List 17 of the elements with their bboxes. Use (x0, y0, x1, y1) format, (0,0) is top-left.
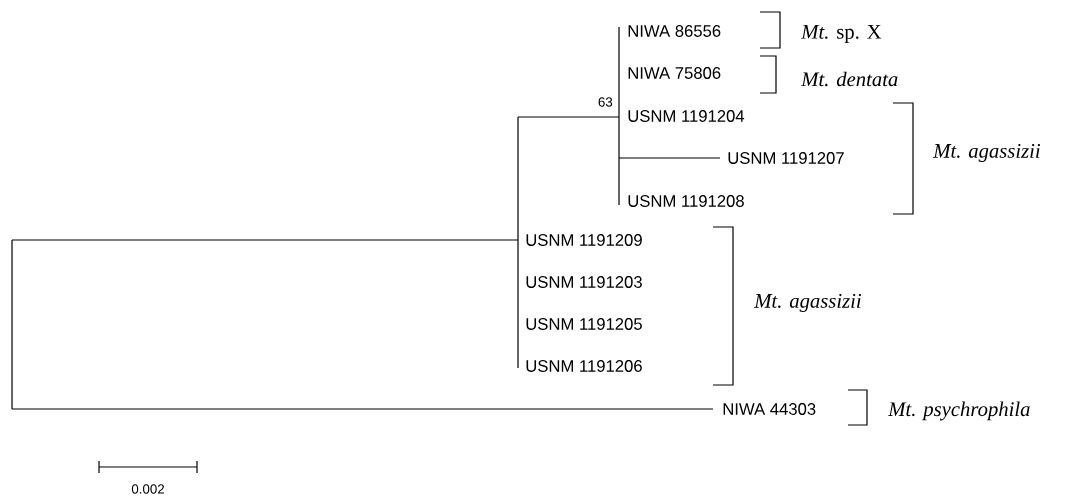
bootstrap-value: 63 (598, 97, 613, 107)
taxon-label: USNM 1191206 (526, 360, 642, 372)
taxon-label: USNM 1191204 (628, 110, 745, 122)
species-label: Mt. agassizii (933, 143, 1040, 163)
species-label: Mt. psychrophila (888, 401, 1030, 421)
taxon-label: NIWA 75806 (628, 67, 721, 79)
taxon-label: USNM 1191207 (728, 152, 844, 164)
taxon-label: USNM 1191209 (526, 234, 642, 246)
taxon-label: USNM 1191203 (526, 276, 642, 288)
taxon-label: NIWA 86556 (628, 25, 721, 37)
species-label: Mt. dentata (801, 71, 898, 87)
taxon-label: NIWA 44303 (723, 403, 816, 415)
scale-label: 0.002 (131, 484, 165, 494)
taxon-label: USNM 1191205 (526, 318, 642, 330)
species-label: Mt. agassizii (754, 293, 861, 313)
species-label: Mt. sp. X (801, 25, 882, 43)
taxon-label: USNM 1191208 (628, 195, 744, 207)
